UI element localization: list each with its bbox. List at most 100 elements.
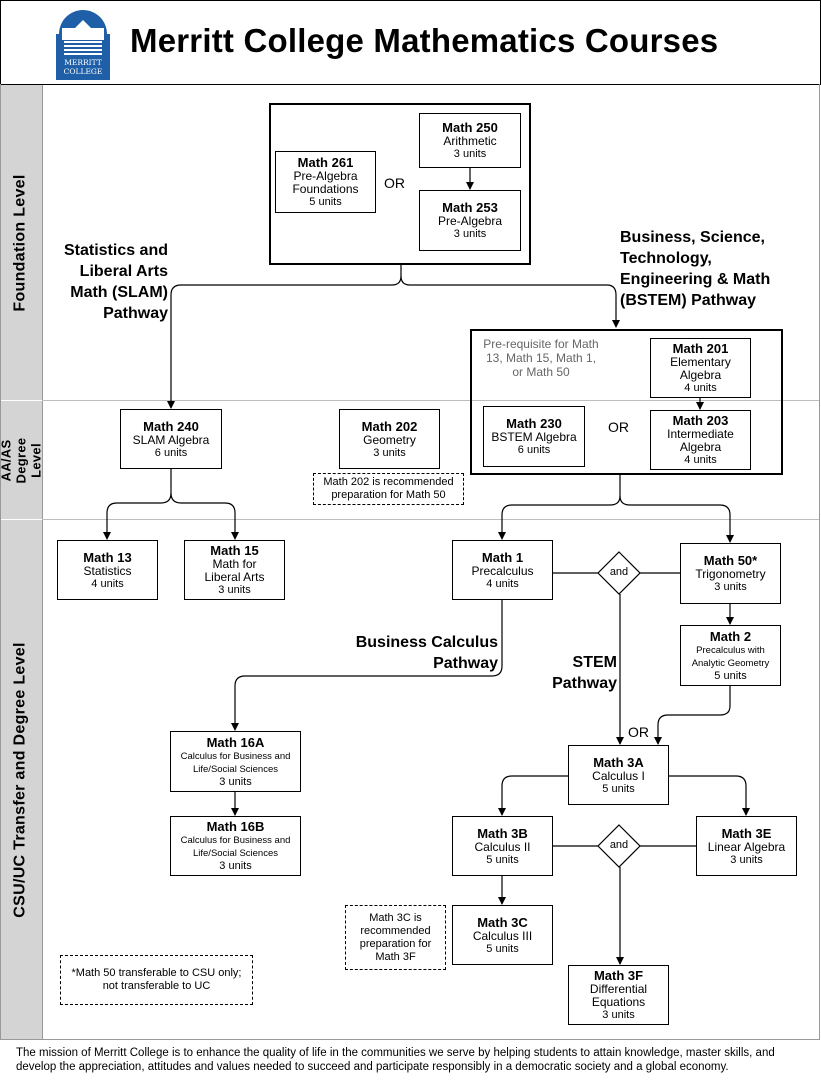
course-name: Pre-Algebra Foundations [292, 169, 359, 196]
band-transfer: CSU/UC Transfer and Degree Level [0, 520, 43, 1040]
course-units: 4 units [684, 382, 717, 394]
course-name: Intermediate Algebra [667, 427, 734, 454]
course-units: 4 units [684, 454, 717, 466]
course-units: 6 units [154, 446, 188, 459]
foundation-group [269, 103, 531, 265]
course-math-16a[interactable]: Math 16A Calculus for Business and Life/… [170, 731, 301, 792]
course-name: Calculus for Business and Life/Social Sc… [180, 835, 291, 859]
course-code: Math 16B [206, 819, 265, 834]
course-name: Calculus III [472, 928, 533, 943]
course-code: Math 202 [361, 418, 418, 434]
header [0, 0, 821, 85]
mission-statement: The mission of Merritt College is to enh… [16, 1047, 775, 1073]
edge-bstem-50 [619, 495, 734, 543]
course-name: Trigonometry [695, 567, 766, 581]
business-calculus-pathway-label: Business Calculus Pathway [355, 634, 498, 672]
edge-foundation-bstem [400, 275, 620, 328]
edge-bstem-split [498, 474, 621, 540]
course-math-3b[interactable]: Math 3B Calculus II 5 units [452, 816, 553, 876]
course-units: 3 units [602, 1009, 635, 1021]
course-code: Math 240 [143, 418, 199, 434]
course-code: Math 3C [477, 914, 528, 930]
course-name: SLAM Algebra [132, 432, 210, 447]
course-name: Math for Liberal Arts [204, 557, 265, 584]
or-label: OR [608, 419, 629, 435]
logo-text-merritt: MERRITT [64, 58, 102, 67]
course-units: 5 units [486, 853, 519, 866]
band-foundation: Foundation Level [0, 85, 43, 400]
math-50-transfer-note: *Math 50 transferable to CSU only; not t… [60, 955, 253, 1005]
lane-divider-1 [42, 400, 819, 401]
diagram-frame [0, 84, 820, 1040]
course-name: Calculus II [474, 839, 531, 854]
course-math-201[interactable]: Math 201 Elementary Algebra 4 units [650, 338, 751, 398]
edge-2-3a [654, 686, 731, 745]
course-units: 3 units [373, 446, 406, 459]
course-name: BSTEM Algebra [491, 430, 577, 444]
course-units: 5 units [486, 942, 519, 955]
page-title: Merritt College Mathematics Courses [130, 22, 719, 59]
or-label: OR [384, 175, 405, 191]
course-code: Math 1 [481, 549, 524, 565]
course-units: 3 units [219, 860, 252, 872]
course-name: Geometry [363, 432, 416, 447]
course-math-240[interactable]: Math 240 SLAM Algebra 6 units [120, 409, 222, 469]
edge-foundation-split [167, 264, 402, 409]
course-code: Math 203 [672, 413, 729, 428]
course-name: Calculus for Business and Life/Social Sc… [180, 750, 291, 775]
math-3c-note: Math 3C is recommended preparation for M… [345, 905, 446, 970]
course-math-3c[interactable]: Math 3C Calculus III 5 units [452, 905, 553, 965]
and-label: and [609, 839, 629, 851]
course-units: 3 units [714, 581, 747, 593]
course-math-1[interactable]: Math 1 Precalculus 4 units [452, 540, 553, 600]
edge-3a-3e [668, 775, 750, 816]
logo-text-college: COLLEGE [64, 67, 103, 76]
course-code: Math 201 [672, 341, 729, 356]
course-math-3a[interactable]: Math 3A Calculus I 5 units [568, 745, 669, 805]
stem-pathway-label: STEM Pathway [552, 654, 617, 692]
or-label: OR [628, 724, 649, 740]
course-math-261[interactable]: Math 261 Pre-Algebra Foundations 5 units [275, 151, 376, 213]
course-math-3f[interactable]: Math 3F Differential Equations 3 units [568, 965, 669, 1025]
course-code: Math 15 [210, 543, 259, 558]
course-code: Math 2 [709, 628, 752, 644]
course-code: Math 3E [721, 825, 772, 841]
bstem-algebra-group [470, 329, 783, 475]
course-math-50[interactable]: Math 50* Trigonometry 3 units [680, 543, 781, 604]
course-math-202[interactable]: Math 202 Geometry 3 units [339, 409, 440, 469]
course-units: 4 units [486, 577, 519, 590]
edge-240-split [103, 469, 172, 540]
course-math-13[interactable]: Math 13 Statistics 4 units [57, 540, 158, 600]
course-name: Differential Equations [589, 982, 648, 1009]
course-code: Math 50* [703, 553, 758, 568]
course-name: Arithmetic [443, 134, 497, 148]
course-math-253[interactable]: Math 253 Pre-Algebra 3 units [419, 190, 521, 251]
bstem-pathway-label: Business, Science, Technology, Engineeri… [620, 229, 771, 309]
course-name: Statistics [83, 563, 132, 578]
course-code: Math 3F [593, 968, 644, 983]
course-code: Math 3B [477, 825, 528, 841]
course-math-203[interactable]: Math 203 Intermediate Algebra 4 units [650, 410, 751, 470]
course-math-15[interactable]: Math 15 Math for Liberal Arts 3 units [184, 540, 285, 600]
and-diamond-2 [597, 824, 641, 868]
and-diamond-1 [597, 551, 641, 595]
edge-240-15 [170, 492, 239, 540]
course-units: 3 units [219, 775, 252, 788]
course-math-3e[interactable]: Math 3E Linear Algebra 3 units [696, 816, 797, 876]
course-units: 4 units [91, 577, 124, 590]
course-name: Precalculus [471, 563, 534, 578]
course-name: Precalculus with Analytic Geometry [691, 644, 770, 669]
course-units: 5 units [309, 196, 342, 208]
course-units: 5 units [602, 782, 635, 795]
course-units: 3 units [730, 853, 763, 866]
course-math-230[interactable]: Math 230 BSTEM Algebra 6 units [483, 406, 585, 467]
course-math-16b[interactable]: Math 16B Calculus for Business and Life/… [170, 816, 301, 876]
course-math-250[interactable]: Math 250 Arithmetic 3 units [419, 113, 521, 168]
lane-divider-2 [42, 519, 819, 520]
course-math-2[interactable]: Math 2 Precalculus with Analytic Geometr… [680, 625, 781, 686]
edge-1-16a [231, 600, 503, 731]
course-code: Math 261 [297, 155, 354, 170]
course-name: Pre-Algebra [437, 214, 503, 228]
course-units: 3 units [453, 228, 487, 240]
